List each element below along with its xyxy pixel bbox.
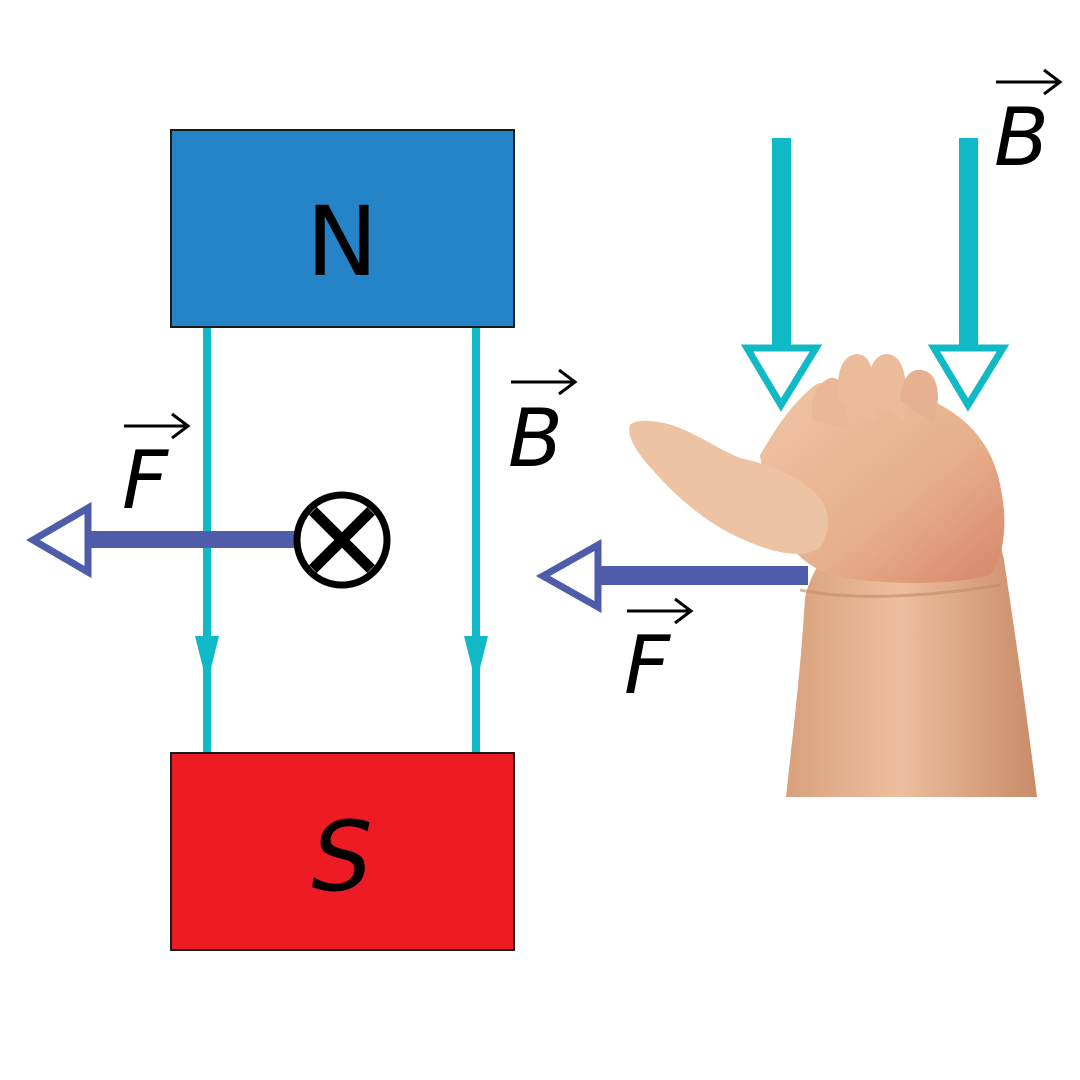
vector-arrow-icon [627, 597, 694, 625]
vector-arrow-icon [996, 68, 1063, 96]
field-arrow-right-2 [927, 138, 1010, 412]
field-arrowhead-left-1 [195, 636, 219, 684]
force-label-left: F [122, 412, 191, 527]
vector-arrow-icon [124, 412, 191, 440]
field-arrows-right [740, 138, 1010, 412]
field-label-right-text: B [994, 91, 1049, 184]
force-arrow-right [535, 539, 808, 613]
force-label-right: F [624, 597, 694, 712]
south-pole: S [170, 752, 515, 951]
south-pole-label: S [312, 801, 373, 913]
field-arrowhead-left-2 [464, 636, 488, 684]
force-label-right-text: F [624, 619, 671, 712]
force-arrow-left [26, 501, 298, 579]
north-pole: N [170, 129, 515, 328]
field-label-right: B [994, 68, 1063, 184]
field-label-left: B [508, 368, 578, 485]
field-label-left-text: B [508, 392, 563, 485]
vector-arrow-icon [511, 368, 578, 396]
field-arrow-right-1 [740, 138, 823, 412]
force-label-left-text: F [122, 434, 169, 527]
current-into-page-symbol [293, 491, 391, 589]
north-pole-label: N [306, 186, 378, 298]
hand-icon [629, 354, 1037, 797]
